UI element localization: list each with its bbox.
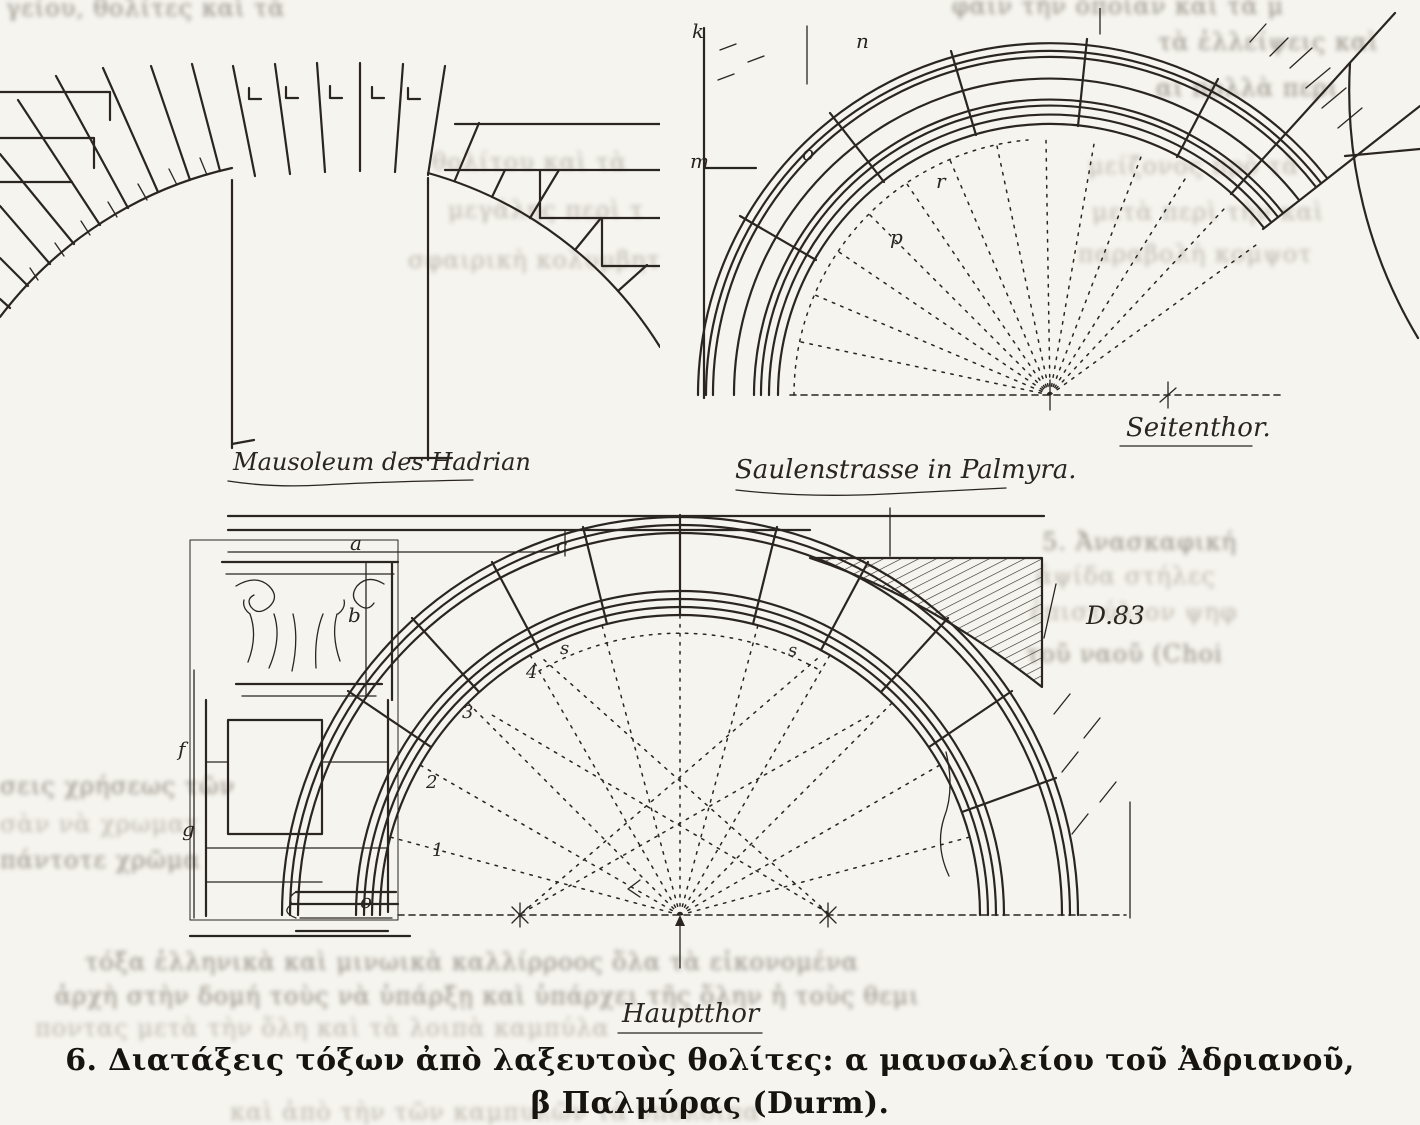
bleedthrough-text: σὰν νὰ χρωματ <box>0 810 200 838</box>
bleedthrough-text: τοῦ ναοῦ (Choi <box>1026 640 1223 668</box>
radial-construction-lines <box>389 614 971 916</box>
point-label-b: b <box>348 603 361 627</box>
pier-mask <box>189 539 399 921</box>
seitenthor-caption: Seitenthor. <box>1126 413 1271 443</box>
entablature <box>226 507 1046 557</box>
plate-number: D.83 <box>1085 601 1145 630</box>
bleedthrough-text: τόξα ἐλληνικὰ καὶ μινωικὰ καλλίρροος ὅλα… <box>85 948 859 976</box>
bleedthrough-text: τὰ ἐλλείψεις καὶ <box>1158 28 1379 56</box>
bleedthrough-text: φαιν τὴν ὁποίαν καὶ τὰ μ <box>952 0 1284 20</box>
point-label-k: k <box>692 19 704 43</box>
point-label-n: n <box>856 29 869 53</box>
point-label-g: g <box>182 817 195 841</box>
center-baseline <box>789 379 1283 411</box>
arch-intrados <box>0 166 660 349</box>
center-arrowhead <box>675 915 685 926</box>
masonry-courses <box>0 90 660 268</box>
bleedthrough-text: ἐπιστύλιον ψηφ <box>1030 598 1238 626</box>
bleedthrough-text: καὶ ἀπὸ τὴν τῶν καμπυλῶν τὰ ὑπόλοιπα <box>230 1098 761 1125</box>
voussoir-joints <box>0 61 649 310</box>
figure-caption: 6. Διατάξεις τόξων ἀπὸ λαξευτοὺς θολίτες… <box>0 1041 1420 1123</box>
figure-caption-line-1: 6. Διατάξεις τόξων ἀπὸ λαξευτοὺς θολίτες… <box>65 1043 1355 1078</box>
bleedthrough-text: μεγάλης περὶ τ <box>448 196 644 224</box>
point-label-a: a <box>350 531 362 555</box>
pier-masonry <box>188 669 412 938</box>
voussoir-number-2: 2 <box>425 772 437 793</box>
bleedthrough-text: πάντοτε χρῶμα <box>0 846 201 874</box>
center-baseline <box>397 879 1127 969</box>
point-label-c: c <box>556 533 567 557</box>
bleedthrough-text: σεις χρήσεως τῶν <box>0 772 236 800</box>
hauptthor-caption: Hauptthor <box>621 999 761 1029</box>
bleedthrough-text: 5. Ἀνασκαφική <box>1042 528 1237 556</box>
bleedthrough-text: γείου, θολίτες καὶ τὰ <box>6 0 286 22</box>
hatched-spandrel-block <box>808 556 1044 689</box>
voussoir-number-4: 4 <box>525 662 537 683</box>
radial-construction-lines <box>800 139 1257 396</box>
point-label-r: r <box>936 169 947 193</box>
point-label-o: o <box>802 141 814 165</box>
voussoir-joints <box>346 513 1058 814</box>
hadrian-arch-drawing: Mausoleum des Hadrian <box>0 61 660 487</box>
hatching-strokes <box>717 23 1363 129</box>
voussoir-mark-s-right: s <box>788 640 797 661</box>
point-label-f: f <box>176 737 189 761</box>
caption-underline <box>735 487 1007 496</box>
point-label-m: m <box>690 149 709 173</box>
voussoir-number-1: 1 <box>432 840 443 861</box>
bleedthrough-text: ἀψίδα στήλες <box>1036 562 1216 590</box>
caption-underline <box>227 479 474 487</box>
point-label-p: p <box>890 225 903 249</box>
bleedthrough-text: θολίτου καὶ τὰ <box>432 148 628 176</box>
arch-rings <box>696 42 1329 397</box>
voussoir-mark-s-left: s <box>560 638 569 659</box>
palmyra-caption: Saulenstrasse in Palmyra. <box>735 455 1077 485</box>
shading-strokes <box>29 157 208 281</box>
bleedthrough-text: σφαιρικὴ κολυμβητ <box>408 246 661 274</box>
right-wall <box>939 583 1131 919</box>
hauptthor-arch-drawing: a b c f g o 1 2 3 4 s s D.83 Hauptthor <box>176 507 1145 1034</box>
bleedthrough-text: ἀρχὴ στὴν δομή τοὺς νὰ ὑπάρξῃ καὶ ὑπάρχε… <box>55 982 920 1010</box>
palmyra-arch-drawing: k m n o r p Saulenstrasse in Palmyra. Se… <box>690 8 1420 496</box>
bleedthrough-text: ποντας μετὰ τὴν ὅλη καὶ τὰ λοιπὰ καμπύλα <box>35 1014 610 1042</box>
adjacent-arch-fragment <box>1343 61 1420 340</box>
central-pier <box>230 176 454 462</box>
hadrian-caption: Mausoleum des Hadrian <box>232 448 531 476</box>
springing-line <box>702 8 1101 400</box>
voussoir-number-3: 3 <box>462 702 473 723</box>
voussoir-joints <box>738 11 1420 262</box>
bleedthrough-text: παραβολὴ κομψοτ <box>1078 240 1313 268</box>
mason-marks <box>247 84 422 101</box>
point-label-o: o <box>360 889 372 913</box>
corinthian-capital <box>220 560 400 702</box>
figure-caption-line-2: β Παλμύρας (Durm). <box>530 1086 890 1121</box>
